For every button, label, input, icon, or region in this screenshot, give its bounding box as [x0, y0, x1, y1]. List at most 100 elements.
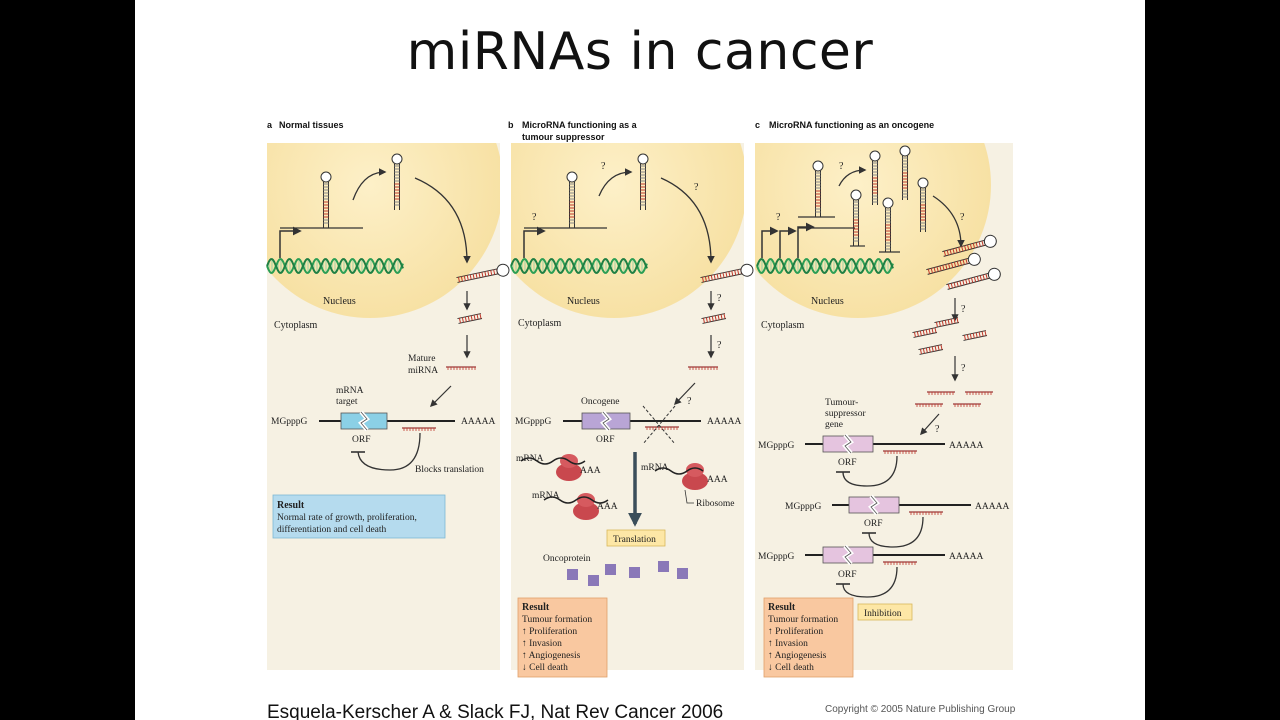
nucleus-b: [511, 143, 744, 318]
result-box-a: [272, 494, 446, 539]
result-b-line4: ↑ Angiogenesis: [522, 651, 581, 661]
mirna-duplex-icon: [457, 313, 483, 324]
question-mark: ?: [687, 396, 692, 407]
tumour-suppressor-orf-box: [848, 494, 900, 516]
pri-mirna-hairpin-icon: [320, 171, 332, 228]
mrna-target-label-line1: mRNA: [336, 386, 364, 396]
promoter-arrow-icon: [761, 226, 779, 258]
inhibition-arc-c1: [842, 455, 898, 487]
panel-b-translation: mRNA AAA mRNA AAA mRNA AAA Ribosome Tran…: [516, 452, 735, 678]
panel-c-heading: MicroRNA functioning as an oncogene: [769, 120, 934, 130]
result-c-line4: ↑ Angiogenesis: [768, 651, 827, 661]
mrna-label: mRNA: [532, 491, 560, 501]
pre-mirna-duplex-icon: [926, 252, 981, 275]
question-mark: ?: [935, 424, 940, 435]
processing-arrow-b: [598, 168, 633, 197]
orf-label-b: ORF: [596, 435, 614, 445]
orf-label-a: ORF: [352, 435, 370, 445]
bound-mirna-b-icon: [645, 426, 679, 430]
tumour-suppressor-orf-box: [822, 433, 874, 455]
panel-a-cytoplasm-processing: Mature miRNA: [408, 263, 510, 408]
nucleus-label-a: Nucleus: [323, 296, 356, 307]
inhibition-label-box: [857, 603, 913, 621]
orf-box-a: [340, 410, 388, 432]
question-mark: ?: [694, 182, 699, 193]
mirna-duplex-icon: [962, 330, 988, 341]
pre-mirna-duplex-icon: [946, 267, 1001, 290]
pri-mirna-hairpin-icon: [882, 197, 894, 252]
pre-mirna-hairpin-icon: [917, 177, 929, 232]
pre-mirna-hairpin-icon: [637, 153, 649, 210]
inhibition-arc-c2: [868, 516, 924, 548]
inhibition-arc-a: [357, 432, 421, 471]
binding-arrow-b: [674, 382, 696, 406]
result-box-b: [517, 597, 608, 678]
orf-label-c1: ORF: [838, 458, 856, 468]
panel-a-heading: Normal tissues: [279, 120, 344, 130]
ribosome-icon: [682, 463, 708, 490]
mature-mirna-strand-icon: [915, 403, 943, 407]
question-mark: ?: [960, 212, 965, 223]
oncogene-orf-box: [581, 410, 631, 432]
processing-arrow: [352, 168, 387, 201]
cap-label-c2: MGpppG: [785, 502, 822, 512]
citation: Esquela-Kerscher A & Slack FJ, Nat Rev C…: [267, 702, 724, 720]
pre-mirna-hairpin-icon: [391, 153, 403, 210]
panel-b-heading-line2: tumour suppressor: [522, 132, 605, 142]
cytoplasm-label-a: Cytoplasm: [274, 320, 318, 331]
translation-label-box: [606, 529, 666, 547]
panel-c-tumour-suppressor-mrna: Tumour- suppressor gene MGpppG AAAAA ORF…: [758, 398, 1009, 678]
mrna-label: mRNA: [641, 463, 669, 473]
polya-label-c3: AAAAA: [949, 552, 983, 562]
bound-mirna-c-icon: [909, 511, 943, 515]
oncoprotein-icon: [677, 568, 688, 579]
mature-mirna-label-line2: miRNA: [408, 366, 438, 376]
panel-b-letter: b: [508, 120, 514, 130]
cap-label-b: MGpppG: [515, 417, 552, 427]
inhibition-label: Inhibition: [864, 609, 902, 619]
cap-label-c1: MGpppG: [758, 441, 795, 451]
promoter-arrow-icon: [523, 226, 546, 258]
mrna-target-label-line2: target: [336, 397, 358, 407]
binding-arrow-c: [920, 413, 940, 436]
nucleus-label-b: Nucleus: [567, 296, 600, 307]
result-title-b: Result: [522, 602, 550, 613]
oncoprotein-icon: [588, 575, 599, 586]
mrna-label: mRNA: [516, 454, 544, 464]
question-mark: ?: [717, 293, 722, 304]
translated-mrna: [654, 467, 704, 475]
translated-mrna: [520, 457, 586, 465]
aaa-label: AAA: [707, 475, 728, 485]
nucleus-a: [267, 143, 500, 318]
inhibition-arc-c3: [842, 566, 898, 598]
panel-b-oncogene-mrna: Oncogene MGpppG AAAAA ORF: [515, 397, 741, 445]
question-mark: ?: [839, 161, 844, 172]
question-mark: ?: [532, 212, 537, 223]
oncoprotein-label: Oncoprotein: [543, 554, 591, 564]
slide-title: miRNAs in cancer: [406, 22, 874, 82]
mirna-duplex-icon: [934, 317, 960, 328]
tumour-suppressor-label-line1: Tumour-: [825, 398, 858, 408]
dna-helix-a: [266, 258, 404, 274]
nucleus-c: [755, 143, 991, 318]
result-c-line5: ↓ Cell death: [768, 663, 814, 673]
polya-label-a: AAAAA: [461, 417, 495, 427]
mature-mirna-strand-icon: [446, 366, 476, 370]
question-mark: ?: [717, 340, 722, 351]
translated-mrna: [543, 496, 609, 504]
panel-c-letter: c: [755, 120, 760, 130]
mature-mirna-strand-icon: [927, 391, 955, 395]
question-mark: ?: [961, 304, 966, 315]
aaa-label: AAA: [597, 502, 618, 512]
result-b-line2: ↑ Proliferation: [522, 626, 577, 637]
copyright-notice: Copyright © 2005 Nature Publishing Group: [825, 704, 1016, 715]
bound-mirna-c-icon: [883, 450, 917, 454]
slide: miRNAs in cancer a Normal tissues: [135, 0, 1145, 720]
result-b-line3: ↑ Invasion: [522, 639, 562, 649]
tumour-suppressor-label-line2: suppressor: [825, 409, 866, 419]
blocks-translation-label: Blocks translation: [415, 465, 484, 475]
binding-arrow: [429, 385, 452, 408]
panel-a-letter: a: [267, 120, 273, 130]
absent-mirna-cross: [642, 405, 676, 445]
ribosome-label: Ribosome: [696, 499, 735, 509]
